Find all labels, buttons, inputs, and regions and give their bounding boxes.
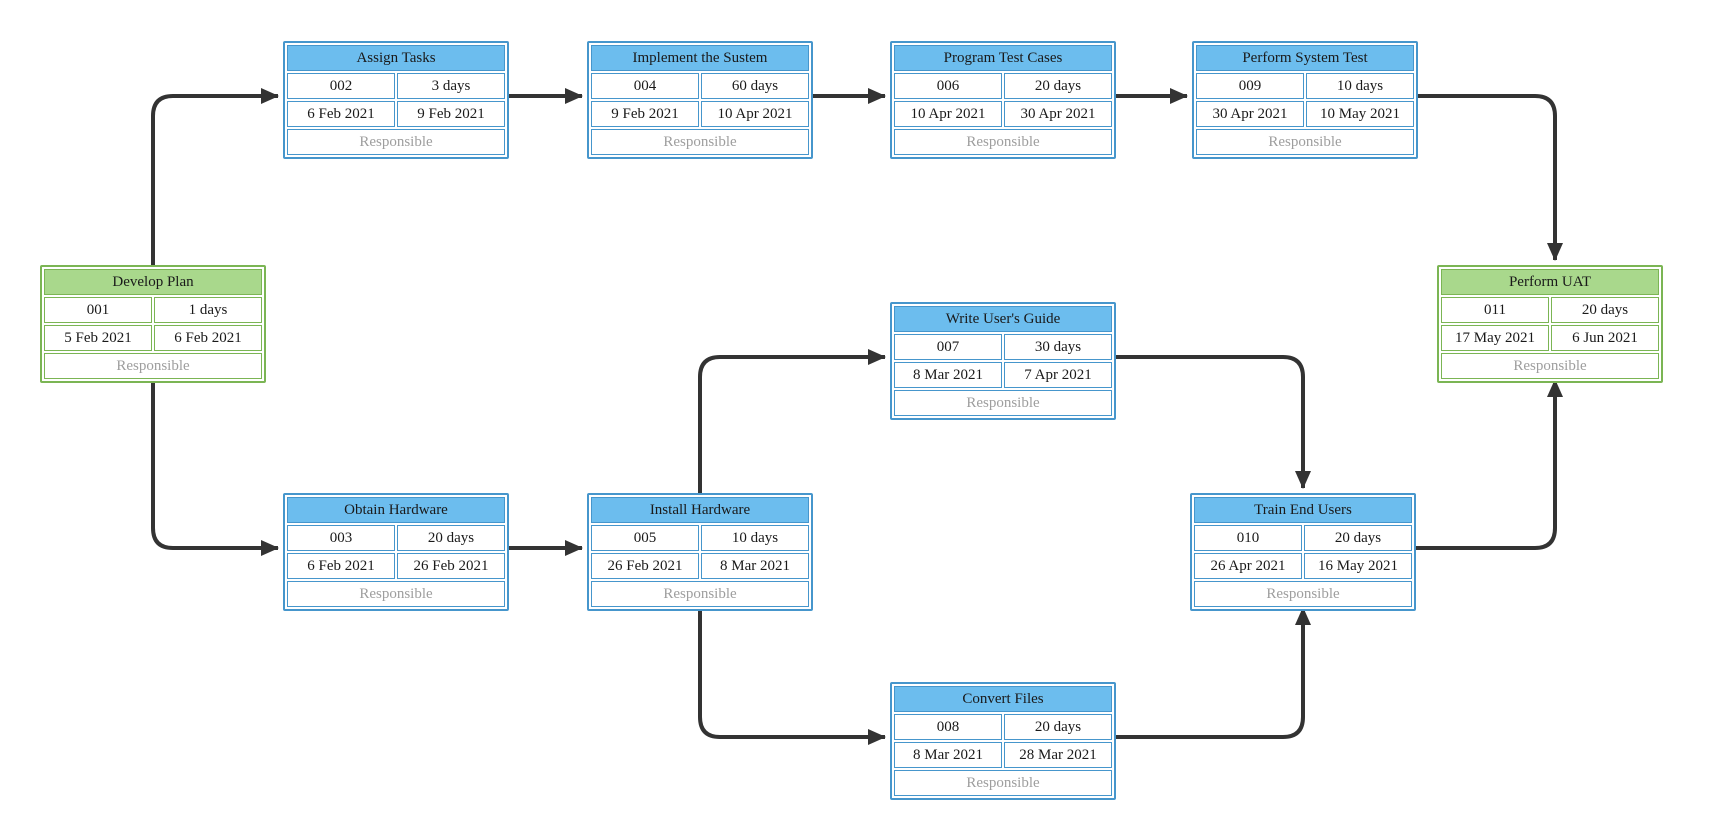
task-end-date: 16 May 2021 — [1304, 553, 1412, 579]
task-title: Write User's Guide — [894, 306, 1112, 332]
task-end-date: 9 Feb 2021 — [397, 101, 505, 127]
task-code: 010 — [1194, 525, 1302, 551]
task-end-date: 10 Apr 2021 — [701, 101, 809, 127]
task-start-date: 6 Feb 2021 — [287, 101, 395, 127]
task-title: Train End Users — [1194, 497, 1412, 523]
task-responsible: Responsible — [287, 129, 505, 155]
task-duration: 3 days — [397, 73, 505, 99]
task-end-date: 8 Mar 2021 — [701, 553, 809, 579]
task-responsible: Responsible — [44, 353, 262, 379]
edge-train-end-users-to-perform-uat — [1416, 379, 1563, 550]
task-title: Program Test Cases — [894, 45, 1112, 71]
task-end-date: 6 Feb 2021 — [154, 325, 262, 351]
task-code: 001 — [44, 297, 152, 323]
edge-install-hardware-to-users-guide — [698, 349, 886, 493]
edge-convert-files-to-train-end-users — [1116, 607, 1311, 739]
task-responsible: Responsible — [287, 581, 505, 607]
task-title: Implement the Sustem — [591, 45, 809, 71]
task-code: 009 — [1196, 73, 1304, 99]
task-duration: 10 days — [701, 525, 809, 551]
task-duration: 20 days — [1551, 297, 1659, 323]
task-node-assign-tasks[interactable]: Assign Tasks 002 3 days 6 Feb 2021 9 Feb… — [283, 41, 509, 159]
task-duration: 1 days — [154, 297, 262, 323]
task-start-date: 17 May 2021 — [1441, 325, 1549, 351]
task-node-obtain-hardware[interactable]: Obtain Hardware 003 20 days 6 Feb 2021 2… — [283, 493, 509, 611]
task-code: 006 — [894, 73, 1002, 99]
task-end-date: 6 Jun 2021 — [1551, 325, 1659, 351]
task-code: 011 — [1441, 297, 1549, 323]
task-start-date: 6 Feb 2021 — [287, 553, 395, 579]
task-end-date: 26 Feb 2021 — [397, 553, 505, 579]
task-responsible: Responsible — [1196, 129, 1414, 155]
task-node-perform-uat[interactable]: Perform UAT 011 20 days 17 May 2021 6 Ju… — [1437, 265, 1663, 383]
task-duration: 30 days — [1004, 334, 1112, 360]
task-responsible: Responsible — [1194, 581, 1412, 607]
task-duration: 20 days — [397, 525, 505, 551]
task-node-implement-the-sustem[interactable]: Implement the Sustem 004 60 days 9 Feb 2… — [587, 41, 813, 159]
edge-develop-plan-to-obtain-hardware — [151, 375, 279, 556]
task-start-date: 10 Apr 2021 — [894, 101, 1002, 127]
task-start-date: 9 Feb 2021 — [591, 101, 699, 127]
task-code: 007 — [894, 334, 1002, 360]
task-duration: 20 days — [1304, 525, 1412, 551]
task-node-perform-system-test[interactable]: Perform System Test 009 10 days 30 Apr 2… — [1192, 41, 1418, 159]
task-node-install-hardware[interactable]: Install Hardware 005 10 days 26 Feb 2021… — [587, 493, 813, 611]
task-responsible: Responsible — [894, 129, 1112, 155]
task-start-date: 5 Feb 2021 — [44, 325, 152, 351]
task-title: Perform System Test — [1196, 45, 1414, 71]
task-duration: 20 days — [1004, 714, 1112, 740]
task-node-develop-plan[interactable]: Develop Plan 001 1 days 5 Feb 2021 6 Feb… — [40, 265, 266, 383]
task-end-date: 10 May 2021 — [1306, 101, 1414, 127]
task-responsible: Responsible — [1441, 353, 1659, 379]
task-title: Perform UAT — [1441, 269, 1659, 295]
task-end-date: 30 Apr 2021 — [1004, 101, 1112, 127]
task-duration: 60 days — [701, 73, 809, 99]
task-end-date: 7 Apr 2021 — [1004, 362, 1112, 388]
task-responsible: Responsible — [894, 390, 1112, 416]
task-start-date: 26 Apr 2021 — [1194, 553, 1302, 579]
task-code: 005 — [591, 525, 699, 551]
task-node-program-test-cases[interactable]: Program Test Cases 006 20 days 10 Apr 20… — [890, 41, 1116, 159]
task-duration: 20 days — [1004, 73, 1112, 99]
task-code: 004 — [591, 73, 699, 99]
task-responsible: Responsible — [591, 581, 809, 607]
edge-install-hardware-to-convert-files — [698, 603, 886, 745]
task-title: Install Hardware — [591, 497, 809, 523]
task-node-train-end-users[interactable]: Train End Users 010 20 days 26 Apr 2021 … — [1190, 493, 1416, 611]
task-title: Assign Tasks — [287, 45, 505, 71]
task-start-date: 8 Mar 2021 — [894, 742, 1002, 768]
task-start-date: 26 Feb 2021 — [591, 553, 699, 579]
task-code: 003 — [287, 525, 395, 551]
task-title: Convert Files — [894, 686, 1112, 712]
task-code: 002 — [287, 73, 395, 99]
task-start-date: 30 Apr 2021 — [1196, 101, 1304, 127]
task-node-write-users-guide[interactable]: Write User's Guide 007 30 days 8 Mar 202… — [890, 302, 1116, 420]
task-end-date: 28 Mar 2021 — [1004, 742, 1112, 768]
edge-users-guide-to-train-end-users — [1116, 355, 1311, 489]
task-responsible: Responsible — [894, 770, 1112, 796]
task-title: Obtain Hardware — [287, 497, 505, 523]
edge-develop-plan-to-assign-tasks — [151, 88, 279, 265]
task-title: Develop Plan — [44, 269, 262, 295]
task-node-convert-files[interactable]: Convert Files 008 20 days 8 Mar 2021 28 … — [890, 682, 1116, 800]
task-responsible: Responsible — [591, 129, 809, 155]
task-duration: 10 days — [1306, 73, 1414, 99]
edge-system-test-to-perform-uat — [1418, 94, 1563, 261]
task-code: 008 — [894, 714, 1002, 740]
task-start-date: 8 Mar 2021 — [894, 362, 1002, 388]
